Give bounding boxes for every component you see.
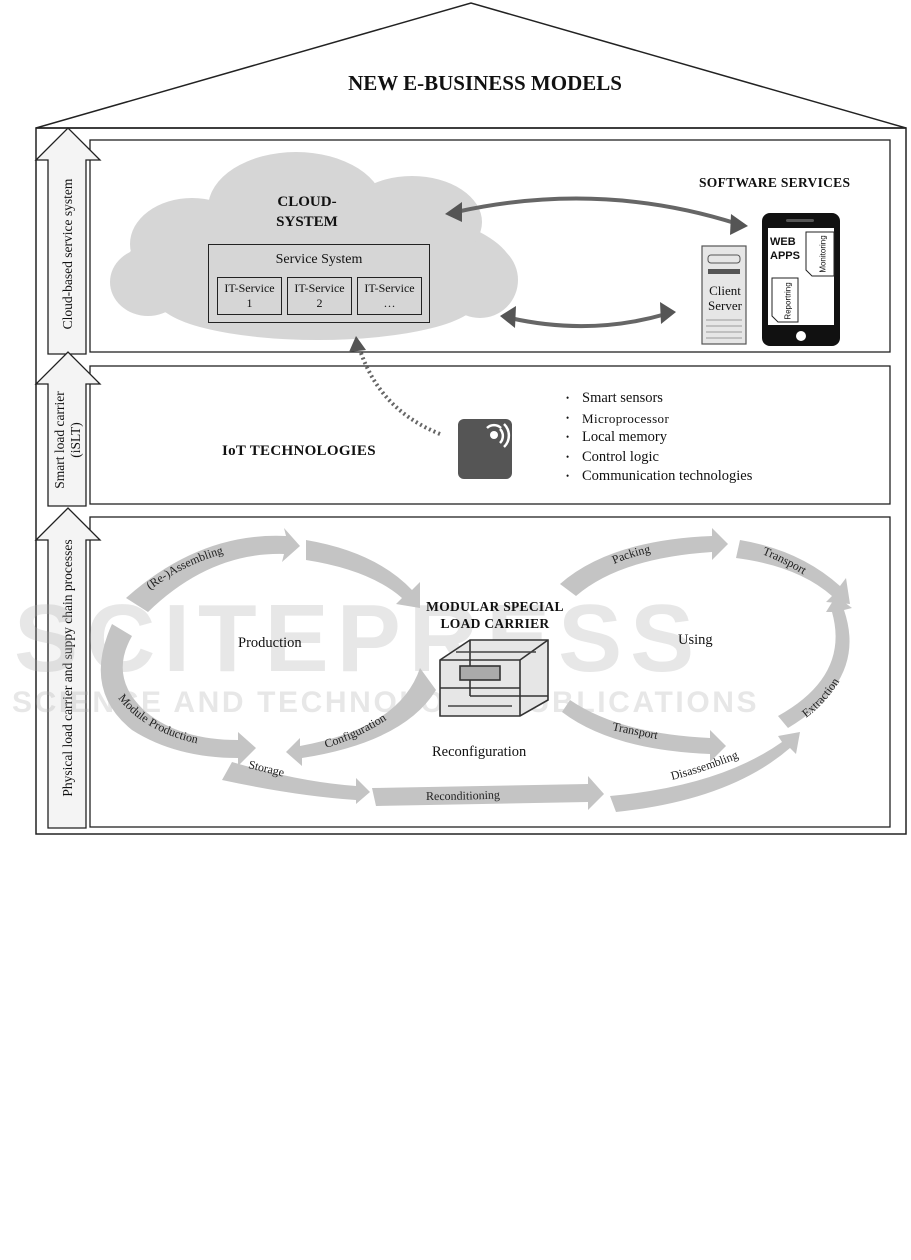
arrow-transport-top [736,540,850,604]
arrow-module-production [100,624,256,766]
load-carrier-image [439,639,549,717]
roof-title: NEW E-BUSINESS MODELS [348,71,622,95]
arrow-left-loop-top-right [306,540,420,608]
arrow-disassembling [610,732,800,812]
arrow-transport-bottom [562,700,726,762]
iot-section-box [89,365,891,505]
arrow-configuration [286,668,436,766]
cloud-title-line2: SYSTEM [276,214,338,230]
cloud-section-box [89,139,891,353]
reporting-doc-icon [771,277,799,323]
modular-carrier-line1: MODULAR SPECIAL [426,599,564,614]
house-walls [35,127,907,835]
cloud-title-line1: CLOUD- [277,194,337,210]
modular-carrier-title: MODULAR SPECIAL LOAD CARRIER [410,598,580,632]
it-service-1-line2: 1 [246,296,253,310]
using-label: Using [678,632,713,648]
it-service-3: IT-Service … [357,277,422,315]
step-reconditioning-text: Reconditioning [426,787,500,803]
it-service-1: IT-Service 1 [217,277,282,315]
production-label: Production [238,635,302,651]
rfid-tag-icon [458,419,512,479]
cloud-to-phone-arrow [445,196,748,235]
arrow-storage [222,762,370,804]
iot-item-communication: Communication technologies [564,467,752,487]
it-service-2-line2: 2 [316,296,323,310]
client-server-line1: Client [709,283,741,298]
arrow-reconditioning [372,776,604,810]
side-arrow-smart [34,351,102,507]
arrow-reassembling [126,528,300,612]
iot-to-cloud-dotted-arrow [349,336,441,436]
service-system-box: Service System IT-Service 1 IT-Service 2… [208,244,430,323]
iot-item-microprocessor: Microprocessor [564,409,752,429]
server-tower-icon [701,245,747,345]
iot-item-smart-sensors: Smart sensors [564,389,752,409]
step-reconditioning: Reconditioning [426,787,500,803]
cloud-system-title: CLOUD- SYSTEM [262,192,352,232]
it-service-3-line2: … [383,296,396,310]
modular-carrier-line2: LOAD CARRIER [440,616,550,631]
monitoring-doc-icon [805,231,835,277]
smartphone-icon [762,213,840,346]
process-loops: (Re-)Assembling Module Production Config… [100,528,852,812]
it-service-3-line1: IT-Service [364,281,415,295]
arrow-extraction [778,596,852,728]
iot-feature-list: Smart sensors Microprocessor Local memor… [564,389,752,487]
web-apps-label: WEB APPS [770,235,800,263]
side-arrow-physical [34,507,102,829]
loop-arrow-segments [100,528,852,812]
cloud-to-server-arrow [500,302,676,329]
iot-item-local-memory: Local memory [564,428,752,448]
iot-title: IoT TECHNOLOGIES [222,443,376,459]
it-service-2: IT-Service 2 [287,277,352,315]
software-services-title: SOFTWARE SERVICES [699,175,851,190]
house-frame [34,2,907,835]
iot-item-control-logic: Control logic [564,448,752,468]
client-server-label: Client Server [704,283,746,313]
web-apps-line2: APPS [770,250,800,262]
it-service-2-line1: IT-Service [294,281,345,295]
it-service-1-line1: IT-Service [224,281,275,295]
side-arrow-cloud [34,127,102,355]
web-apps-line1: WEB [770,236,796,248]
client-server-line2: Server [708,298,742,313]
reconfiguration-label: Reconfiguration [432,744,527,760]
process-section-box [89,516,891,828]
arrow-packing [560,528,728,596]
service-system-title: Service System [275,252,363,267]
